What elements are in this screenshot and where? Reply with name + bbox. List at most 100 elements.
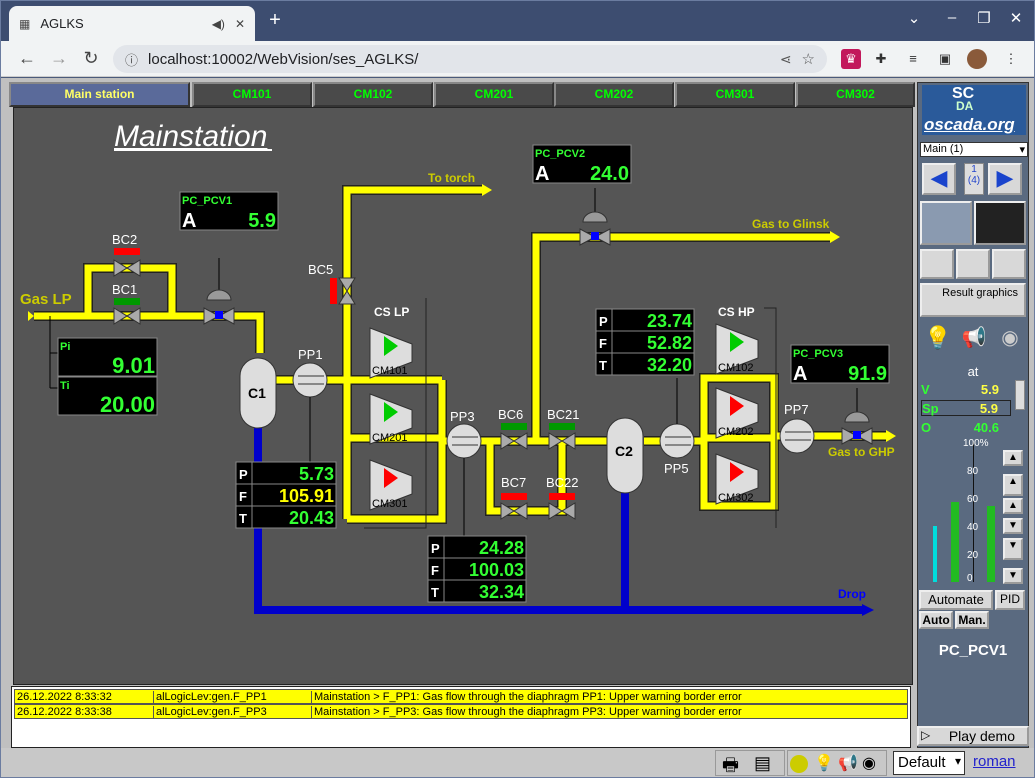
print-icon[interactable]: 🖶 <box>722 755 739 775</box>
tab-cm302[interactable]: CM302 <box>796 82 915 107</box>
step-down-button[interactable]: ▼ <box>1003 568 1023 584</box>
speaker-icon[interactable]: ◀) <box>211 16 225 31</box>
pid-button[interactable]: PID <box>995 590 1025 610</box>
svg-text:105.91: 105.91 <box>279 486 334 506</box>
alarm-row[interactable]: 26.12.2022 8:33:38 alLogicLev:gen.F_PP3 … <box>14 704 908 719</box>
mnemonic-view-button[interactable] <box>920 201 972 245</box>
info-icon[interactable]: ⓘ <box>125 52 139 68</box>
control-valve-pcv2[interactable] <box>579 188 611 246</box>
result-graphics-button[interactable]: Result graphics <box>920 283 1026 317</box>
fast-up-button[interactable]: ▲ <box>1003 474 1023 496</box>
automate-button[interactable]: Automate <box>919 590 993 610</box>
prev-page-button[interactable]: ◀ <box>922 163 956 195</box>
pp5-readout[interactable]: P F T 23.74 52.82 32.20 <box>595 308 695 376</box>
compressor-cm202[interactable]: CM202 <box>715 387 759 439</box>
export-icon[interactable]: ▤ <box>754 753 772 773</box>
step-up-button[interactable]: ▲ <box>1003 450 1023 466</box>
forward-button[interactable]: → <box>50 48 68 68</box>
horn-status-icon[interactable]: 📢 <box>838 755 858 772</box>
control-valve-pcv3[interactable] <box>841 388 873 445</box>
compressor-cm302[interactable]: CM302 <box>715 453 759 505</box>
svg-text:BC2: BC2 <box>112 232 137 247</box>
compressor-cm201[interactable]: CM201 <box>369 393 413 445</box>
flow-meter-pp7[interactable]: PP7 <box>779 402 815 454</box>
cs-lp-label: CS LP <box>374 305 409 319</box>
inlet-pressure-display[interactable]: Pi 9.01 <box>57 337 158 378</box>
extension-icon[interactable]: ♛ <box>841 49 861 69</box>
bookmark-star-icon[interactable]: ☆ <box>801 51 815 68</box>
lamp-icon[interactable]: 💡 <box>924 325 952 350</box>
media-icon[interactable]: ≡ <box>909 51 917 66</box>
auto-button[interactable]: Auto <box>919 611 953 629</box>
flow-meter-pp1[interactable]: PP1 <box>292 347 328 463</box>
horn-icon[interactable]: 📢 <box>961 327 987 349</box>
tab-main-station[interactable]: Main station <box>9 82 190 107</box>
valve-bc7[interactable]: BC7 <box>500 475 528 520</box>
compressor-cm301[interactable]: CM301 <box>369 459 413 511</box>
tab-search-icon[interactable]: ⌄ <box>907 10 921 27</box>
separator-c2[interactable]: C2 <box>606 417 644 494</box>
inlet-temperature-display[interactable]: Ti 20.00 <box>57 376 158 417</box>
compressor-cm102[interactable]: CM102 <box>715 323 759 375</box>
share-icon[interactable]: ⋖ <box>779 50 792 67</box>
siren-icon[interactable]: ◉ <box>1001 327 1019 349</box>
siren-status-icon[interactable]: ◉ <box>862 755 876 772</box>
page-select[interactable]: Main (1)▾ <box>920 142 1028 157</box>
up-button[interactable]: ▲ <box>1003 498 1023 514</box>
style-select[interactable]: Default▾ <box>893 751 965 775</box>
valve-bc5[interactable]: BC5 <box>308 262 356 305</box>
alarm-row[interactable]: 26.12.2022 8:33:32 alLogicLev:gen.F_PP1 … <box>14 689 908 704</box>
down-button[interactable]: ▼ <box>1003 518 1023 534</box>
tab-cm301[interactable]: CM301 <box>675 82 795 107</box>
graphics-view-button[interactable] <box>974 201 1026 245</box>
manual-button[interactable]: Man. <box>955 611 989 629</box>
compressor-cm101[interactable]: CM101 <box>369 327 413 379</box>
maximize-button[interactable]: ❐ <box>977 10 991 27</box>
pcv2-display[interactable]: PC_PCV2 A 24.0 <box>532 144 632 185</box>
close-window-button[interactable]: ✕ <box>1009 10 1023 27</box>
browser-tab[interactable]: ▦ AGLKS ◀) ✕ <box>9 6 255 41</box>
alarm-light-icon[interactable] <box>790 755 808 773</box>
profile-avatar[interactable] <box>967 49 987 69</box>
view-icon-3[interactable] <box>992 249 1026 279</box>
scrollbar[interactable] <box>1015 380 1025 410</box>
lamp-status-icon[interactable]: 💡 <box>814 755 834 772</box>
pcv1-display[interactable]: PC_PCV1 A 5.9 <box>179 191 279 232</box>
flow-meter-pp5[interactable]: PP5 <box>659 378 695 476</box>
svg-text:CM302: CM302 <box>718 492 753 504</box>
tab-cm202[interactable]: CM202 <box>554 82 674 107</box>
view-icon-2[interactable] <box>956 249 990 279</box>
flow-meter-pp3[interactable]: PP3 <box>446 409 482 538</box>
tab-cm101[interactable]: CM101 <box>192 82 312 107</box>
tab-cm201[interactable]: CM201 <box>434 82 554 107</box>
address-bar[interactable]: ⓘ localhost:10002/WebVision/ses_AGLKS/ ⋖… <box>113 45 827 73</box>
minimize-button[interactable]: – <box>947 9 957 26</box>
play-demo-button[interactable]: ▷Play demo <box>917 726 1029 746</box>
new-tab-button[interactable]: + <box>269 9 281 31</box>
next-page-button[interactable]: ▶ <box>988 163 1022 195</box>
svg-text:BC1: BC1 <box>112 282 137 297</box>
fast-down-button[interactable]: ▼ <box>1003 538 1023 560</box>
tab-cm102[interactable]: CM102 <box>313 82 433 107</box>
view-icon-1[interactable] <box>920 249 954 279</box>
pp3-readout[interactable]: P F T 24.28 100.03 32.34 <box>427 535 527 603</box>
svg-text:PP1: PP1 <box>298 347 323 362</box>
valve-bc21[interactable]: BC21 <box>547 407 580 450</box>
puzzle-icon[interactable]: ✚ <box>875 51 887 66</box>
oscada-logo: SC DA oscada.org <box>922 85 1026 135</box>
valve-bc22[interactable]: BC22 <box>546 475 579 520</box>
back-button[interactable]: ← <box>18 48 36 68</box>
valve-bc2[interactable]: BC2 <box>112 232 141 277</box>
pcv3-display[interactable]: PC_PCV3 A 91.9 <box>790 344 890 385</box>
pp1-readout[interactable]: P F T 5.73 105.91 20.43 <box>235 461 337 529</box>
sidepanel-icon[interactable]: ▣ <box>938 51 952 66</box>
valve-bc1[interactable]: BC1 <box>112 282 141 325</box>
separator-c1[interactable]: C1 <box>239 357 277 429</box>
menu-icon[interactable]: ⋮ <box>1004 51 1018 66</box>
user-link[interactable]: roman <box>973 753 1016 770</box>
tab-close-icon[interactable]: ✕ <box>234 16 245 31</box>
valve-bc6[interactable]: BC6 <box>498 407 528 450</box>
reload-button[interactable]: ↻ <box>83 48 99 68</box>
control-valve-pcv1[interactable] <box>203 258 235 325</box>
